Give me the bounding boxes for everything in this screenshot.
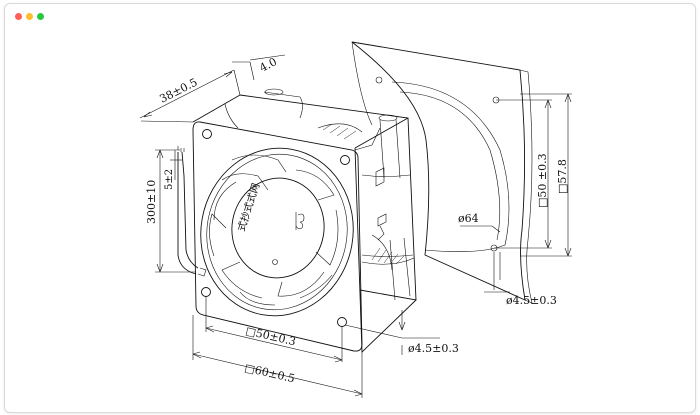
fan-front-frame xyxy=(192,121,363,352)
strip-length-label: 5±2 xyxy=(164,169,175,190)
hub-label: 式抄式式网 xyxy=(234,181,262,233)
panel-hole-top-left xyxy=(375,76,383,84)
window-titlebar xyxy=(5,4,695,26)
fan-housing xyxy=(192,88,417,354)
airflow-arrow-icon xyxy=(375,167,385,187)
cutout-diameter-label: ø64 xyxy=(458,212,479,225)
fan-hub xyxy=(231,177,325,279)
frame-hole-top-left xyxy=(202,129,212,139)
maximize-window-button[interactable] xyxy=(37,13,44,20)
rotation-mark-icon xyxy=(377,213,387,241)
cable-length-label: 300±10 xyxy=(145,180,158,224)
minimize-window-button[interactable] xyxy=(26,13,33,20)
dimension-labels: 38±0.5 4.0 300±10 5±2 □50±0.3 □60±0.5 ø4… xyxy=(145,55,569,385)
panel-hole-diameter-label: ø4.5±0.3 xyxy=(506,294,557,307)
brand-logo-icon xyxy=(295,212,305,230)
dimension-lines xyxy=(139,54,572,398)
front-hole-diameter-label: ø4.5±0.3 xyxy=(408,342,459,355)
side-frame-size-label: □57.8 xyxy=(556,159,569,194)
mounting-panel xyxy=(351,41,533,304)
side-hole-pitch-label: □50 ±0.3 xyxy=(536,153,549,208)
frame-hole-bottom-left xyxy=(201,287,211,297)
hole-pitch-front-label: □50±0.3 xyxy=(244,324,297,348)
frame-size-front-label: □60±0.5 xyxy=(243,361,296,385)
image-window xyxy=(4,3,696,413)
close-window-button[interactable] xyxy=(15,13,22,20)
fan-lead-wires xyxy=(177,146,207,277)
flange-dimension-label: 4.0 xyxy=(257,55,278,75)
frame-hole-top-right xyxy=(340,155,350,165)
